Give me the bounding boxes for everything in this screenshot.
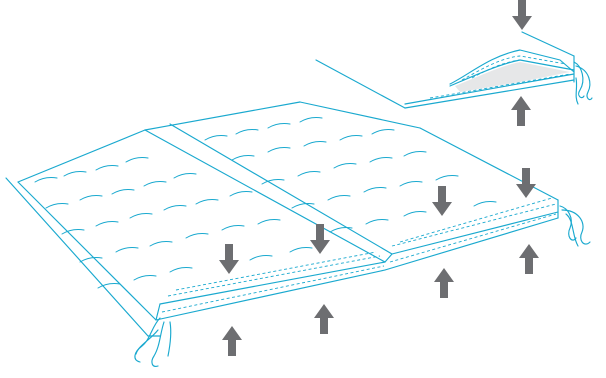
quilted-mattress [6, 102, 590, 366]
arrow-up-icon [519, 244, 539, 274]
arrow-up-icon [434, 268, 454, 298]
arrow-up-icon [511, 96, 531, 126]
arrow-down-icon [512, 0, 532, 30]
folded-mattress [316, 32, 592, 108]
arrow-up-icon [314, 304, 334, 334]
compression-arrows [219, 0, 539, 356]
arrow-down-icon [219, 244, 239, 274]
arrow-up-icon [222, 326, 242, 356]
arrow-down-icon [516, 168, 536, 198]
arrow-down-icon [310, 224, 330, 254]
arrow-down-icon [432, 186, 452, 216]
